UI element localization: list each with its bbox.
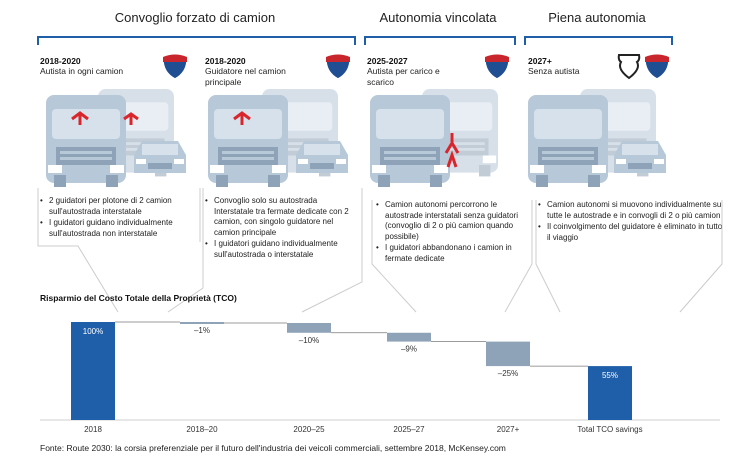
stage-4-year: 2027+ xyxy=(528,56,552,66)
highway-shield-icon xyxy=(644,53,670,80)
stage-4-bullets: Camion autonomi si muovono individualmen… xyxy=(538,200,723,244)
stage-2-bullets: Convoglio solo su autostrada Interstatal… xyxy=(205,196,355,261)
list-item: Convoglio solo su autostrada Interstatal… xyxy=(205,196,355,238)
waterfall-bar xyxy=(71,322,115,420)
section-brackets xyxy=(37,36,673,45)
us-route-shield-icon xyxy=(617,54,641,80)
data-label: –10% xyxy=(299,336,319,345)
stage-1-year: 2018-2020 xyxy=(40,56,81,66)
list-item: Il coinvolgimento del guidatore è elimin… xyxy=(538,222,723,243)
stage-3-desc: Autista per carico e scarico xyxy=(367,66,440,87)
highway-shield-icon xyxy=(162,53,188,80)
list-item: I guidatori guidano individualmente sull… xyxy=(205,239,355,260)
waterfall-bar xyxy=(486,341,530,367)
list-item: I guidatori guidano individualmente sull… xyxy=(40,218,200,239)
stage-3-header: 2025-2027 Autista per carico e scarico xyxy=(367,56,467,88)
stage-1-bullets: 2 guidatori per plotone di 2 camion sull… xyxy=(40,196,200,240)
stage-4-header: 2027+ Senza autista xyxy=(528,56,613,77)
list-item: Camion autonomi percorrono le autostrade… xyxy=(376,200,526,242)
driver-icon xyxy=(233,111,251,125)
data-label: –9% xyxy=(401,345,417,354)
list-item: 2 guidatori per plotone di 2 camion sull… xyxy=(40,196,200,217)
bracket-platooning xyxy=(37,36,356,45)
bracket-constrained xyxy=(364,36,516,45)
highway-shield-icon xyxy=(325,53,351,80)
waterfall-bar xyxy=(287,322,331,333)
waterfall-bar xyxy=(180,322,224,324)
stage-2-desc: Guidatore nel camion principale xyxy=(205,66,286,87)
source-note: Fonte: Route 2030: la corsia preferenzia… xyxy=(40,443,506,453)
section-title-constrained-autonomy: Autonomia vincolata xyxy=(379,10,497,25)
driver-icon xyxy=(444,133,460,168)
data-label: –25% xyxy=(498,369,518,378)
category-label: Total TCO savings xyxy=(577,425,642,434)
waterfall-bar xyxy=(387,332,431,342)
data-label: 100% xyxy=(83,327,103,336)
category-label: 2020–25 xyxy=(293,425,325,434)
category-label: 2018 xyxy=(84,425,102,434)
stage-4-desc: Senza autista xyxy=(528,66,580,76)
highway-shield-icon xyxy=(484,53,510,80)
bracket-full xyxy=(524,36,673,45)
driver-icon xyxy=(71,111,89,125)
section-title-full-autonomy: Piena autonomia xyxy=(548,10,646,25)
data-label: –1% xyxy=(194,326,210,335)
driver-icon xyxy=(123,112,139,125)
chart-title: Risparmio del Costo Totale della Proprie… xyxy=(40,293,237,303)
callout-lines xyxy=(37,188,723,313)
data-label: 55% xyxy=(602,371,618,380)
stage-3-year: 2025-2027 xyxy=(367,56,408,66)
truck-illustrations xyxy=(46,89,666,187)
stage-1-header: 2018-2020 Autista in ogni camion xyxy=(40,56,165,77)
list-item: I guidatori abbandonano i camion in ferm… xyxy=(376,243,526,264)
section-title-platooning: Convoglio forzato di camion xyxy=(114,10,276,25)
stage-1-desc: Autista in ogni camion xyxy=(40,66,124,76)
category-label: 2018–20 xyxy=(186,425,218,434)
stage-3-bullets: Camion autonomi percorrono le autostrade… xyxy=(376,200,526,265)
stage-2-header: 2018-2020 Guidatore nel camion principal… xyxy=(205,56,315,88)
category-label: 2027+ xyxy=(497,425,520,434)
stage-2-year: 2018-2020 xyxy=(205,56,246,66)
category-label: 2025–27 xyxy=(393,425,425,434)
list-item: Camion autonomi si muovono individualmen… xyxy=(538,200,723,221)
waterfall-bar xyxy=(588,366,632,420)
